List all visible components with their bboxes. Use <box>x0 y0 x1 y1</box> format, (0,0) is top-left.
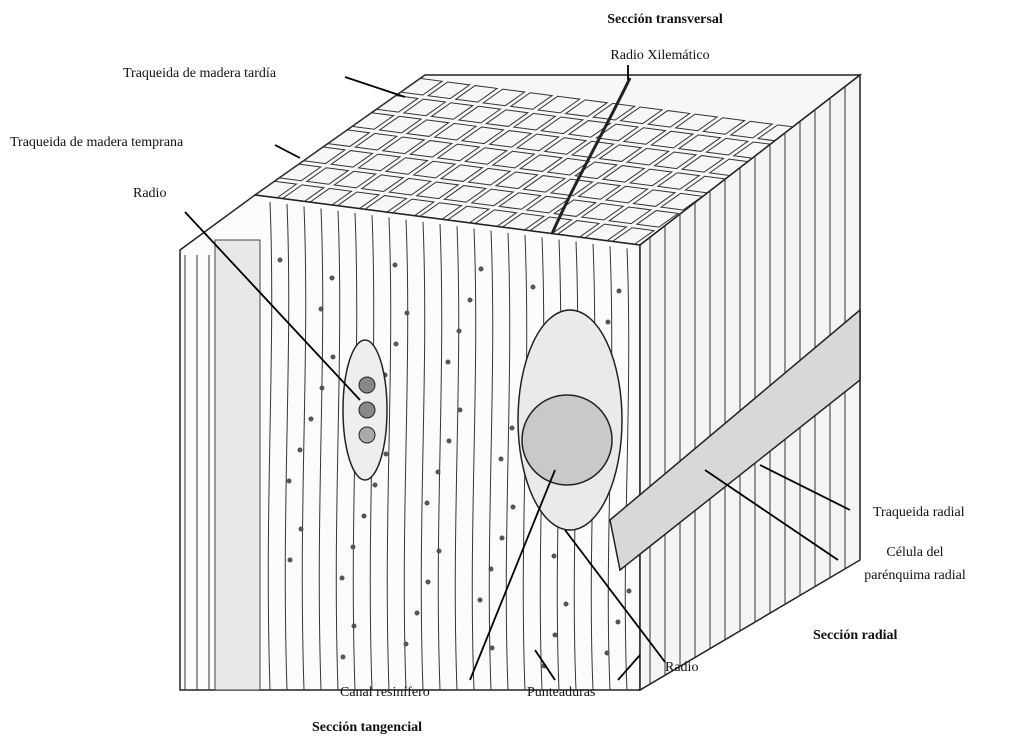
pit <box>531 285 536 290</box>
pit <box>468 298 473 303</box>
pit <box>479 267 484 272</box>
pit <box>627 589 632 594</box>
pit <box>436 470 441 475</box>
pit <box>405 311 410 316</box>
pit <box>552 554 557 559</box>
resin-canal-label: Canal resinífero <box>340 685 430 701</box>
radial-section-label: Sección radial <box>813 628 897 644</box>
pit <box>340 576 345 581</box>
pit <box>404 642 409 647</box>
radial-parenchyma-label-1: Célula del <box>845 545 985 561</box>
cambium-edge <box>215 240 260 690</box>
pit <box>458 408 463 413</box>
pit <box>351 545 356 550</box>
pit <box>617 289 622 294</box>
pit <box>437 549 442 554</box>
ray-label-left: Radio <box>133 186 166 202</box>
pit <box>330 276 335 281</box>
pit <box>278 258 283 263</box>
pit <box>352 624 357 629</box>
resin-canal <box>522 395 612 485</box>
pit <box>288 558 293 563</box>
pit <box>393 263 398 268</box>
pit <box>500 536 505 541</box>
earlywood-tracheid-label: Traqueida de madera temprana <box>10 135 183 151</box>
pit <box>394 342 399 347</box>
pit <box>426 580 431 585</box>
pit <box>457 329 462 334</box>
pit <box>341 655 346 660</box>
pit <box>478 598 483 603</box>
pit <box>320 386 325 391</box>
pit <box>605 651 610 656</box>
pit <box>616 620 621 625</box>
pit <box>490 646 495 651</box>
xylem-ray-label: Radio Xilemático <box>570 48 750 64</box>
radial-tracheid-label: Traqueida radial <box>873 505 965 521</box>
pit <box>447 439 452 444</box>
pit <box>511 505 516 510</box>
pit <box>309 417 314 422</box>
pit <box>384 452 389 457</box>
pit <box>564 602 569 607</box>
transverse-section-label: Sección transversal <box>575 12 755 28</box>
pit <box>287 479 292 484</box>
pit <box>553 633 558 638</box>
latewood-tracheid-label: Traqueida de madera tardía <box>123 66 276 82</box>
pit <box>510 426 515 431</box>
pit <box>298 448 303 453</box>
pit <box>499 457 504 462</box>
ray-cell <box>359 427 375 443</box>
pit <box>446 360 451 365</box>
pit <box>319 307 324 312</box>
pit <box>415 611 420 616</box>
ray-label-bottom: Radio <box>665 660 698 676</box>
pits-label: Punteaduras <box>527 685 595 701</box>
pit <box>362 514 367 519</box>
ray-cell <box>359 377 375 393</box>
ray-cell <box>359 402 375 418</box>
pit <box>606 320 611 325</box>
pit <box>331 355 336 360</box>
tangential-section-label: Sección tangencial <box>312 720 422 736</box>
pit <box>489 567 494 572</box>
pit <box>299 527 304 532</box>
pit <box>373 483 378 488</box>
pit <box>425 501 430 506</box>
radial-parenchyma-label-2: parénquima radial <box>845 568 985 584</box>
